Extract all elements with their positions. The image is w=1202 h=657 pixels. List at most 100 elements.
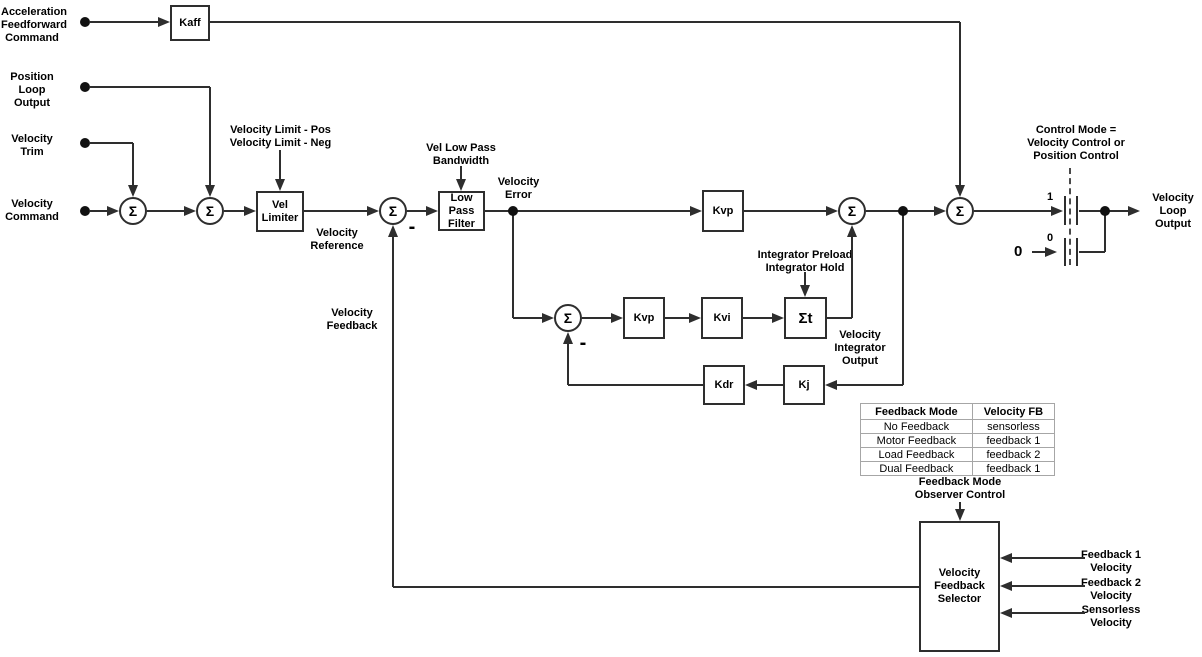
arrowhead <box>205 185 215 197</box>
wire <box>90 21 158 23</box>
wire <box>568 384 703 386</box>
wire <box>90 86 210 88</box>
feedback-table-header-cell: Velocity FB <box>971 403 1056 420</box>
label-sensorless-velocity: Sensorless Velocity <box>1081 604 1141 629</box>
wire <box>1079 251 1105 253</box>
wire <box>827 317 852 319</box>
junction-dot <box>1100 206 1110 216</box>
wire <box>279 150 281 179</box>
arrowhead <box>934 206 946 216</box>
arrowhead <box>772 313 784 323</box>
wire <box>757 384 783 386</box>
label-velocity-reference: Velocity Reference <box>310 227 364 252</box>
label-velocity-limit: Velocity Limit - Pos Velocity Limit - Ne… <box>229 124 332 149</box>
wire <box>1012 612 1085 614</box>
table-cell: Load Feedback <box>860 447 973 462</box>
arrowhead <box>275 179 285 191</box>
wire <box>1012 585 1085 587</box>
wire <box>851 237 853 318</box>
wire <box>743 317 772 319</box>
wire <box>804 272 806 285</box>
block-integrator: Σt <box>784 297 827 339</box>
table-cell: Motor Feedback <box>860 433 973 448</box>
block-kdr: Kdr <box>703 365 745 405</box>
arrowhead <box>690 206 702 216</box>
arrowhead <box>1000 553 1012 563</box>
label-integrator-preload-hold: Integrator Preload Integrator Hold <box>757 249 853 274</box>
feedback-table-header-cell: Feedback Mode <box>860 403 973 420</box>
wire <box>959 502 961 509</box>
label-feedback-mode-observer-control: Feedback Mode Observer Control <box>914 476 1006 501</box>
table-cell: No Feedback <box>860 419 973 434</box>
arrowhead <box>244 206 256 216</box>
arrowhead <box>689 313 701 323</box>
arrowhead <box>184 206 196 216</box>
wire <box>1076 196 1078 225</box>
wire <box>959 22 961 185</box>
wire <box>210 21 960 23</box>
block-velocity-feedback-selector: Velocity Feedback Selector <box>919 521 1000 652</box>
wire <box>147 210 184 212</box>
summing-junction-3: Σ <box>379 197 407 225</box>
label-velocity-trim: Velocity Trim <box>11 133 53 158</box>
label-velocity-error: Velocity Error <box>497 176 540 201</box>
arrowhead <box>825 380 837 390</box>
summing-junction-6: Σ <box>946 197 974 225</box>
junction-dot <box>80 206 90 216</box>
wire <box>974 210 1051 212</box>
table-cell: Dual Feedback <box>860 461 973 476</box>
arrowhead <box>1051 206 1063 216</box>
junction-dot <box>80 138 90 148</box>
summing-junction-2: Σ <box>196 197 224 225</box>
arrowhead <box>107 206 119 216</box>
wire <box>744 210 826 212</box>
wire <box>460 166 462 179</box>
label-vel-low-pass-bandwidth: Vel Low Pass Bandwidth <box>426 142 496 167</box>
arrowhead <box>800 285 810 297</box>
junction-dot <box>80 17 90 27</box>
label-velocity-feedback: Velocity Feedback <box>326 307 378 332</box>
switch-dashed-line <box>1069 168 1071 265</box>
wire <box>393 586 919 588</box>
arrowhead <box>426 206 438 216</box>
arrowhead <box>158 17 170 27</box>
table-cell: feedback 1 <box>971 461 1056 476</box>
arrowhead <box>1000 581 1012 591</box>
wire <box>902 211 904 385</box>
block-kvi: Kvi <box>701 297 743 339</box>
table-cell: feedback 1 <box>971 433 1056 448</box>
arrowhead <box>955 509 965 521</box>
wire <box>209 87 211 185</box>
wire <box>224 210 244 212</box>
switch-position-0-label: 0 <box>1047 232 1054 244</box>
label-acceleration-feedforward-command: Acceleration Feedforward Command <box>1 6 68 44</box>
arrowhead <box>367 206 379 216</box>
block-kaff: Kaff <box>170 5 210 41</box>
arrowhead <box>826 206 838 216</box>
zero-constant-input: 0 <box>1014 243 1023 260</box>
arrowhead <box>128 185 138 197</box>
label-velocity-loop-output: Velocity Loop Output <box>1152 192 1194 230</box>
arrowhead <box>1128 206 1140 216</box>
label-control-mode: Control Mode = Velocity Control or Posit… <box>1027 124 1125 162</box>
wire <box>1012 557 1085 559</box>
arrowhead <box>542 313 554 323</box>
switch-position-1-label: 1 <box>1047 191 1054 203</box>
wire <box>392 237 394 587</box>
block-low-pass-filter: Low Pass Filter <box>438 191 485 231</box>
minus-sign-main-loop: - <box>408 216 416 238</box>
label-feedback2-velocity: Feedback 2 Velocity <box>1081 577 1141 602</box>
wire <box>304 210 367 212</box>
wire <box>90 142 133 144</box>
wire <box>665 317 689 319</box>
summing-junction-5: Σ <box>838 197 866 225</box>
arrowhead <box>456 179 466 191</box>
summing-junction-1: Σ <box>119 197 147 225</box>
label-velocity-integrator-output: Velocity Integrator Output <box>834 329 886 367</box>
